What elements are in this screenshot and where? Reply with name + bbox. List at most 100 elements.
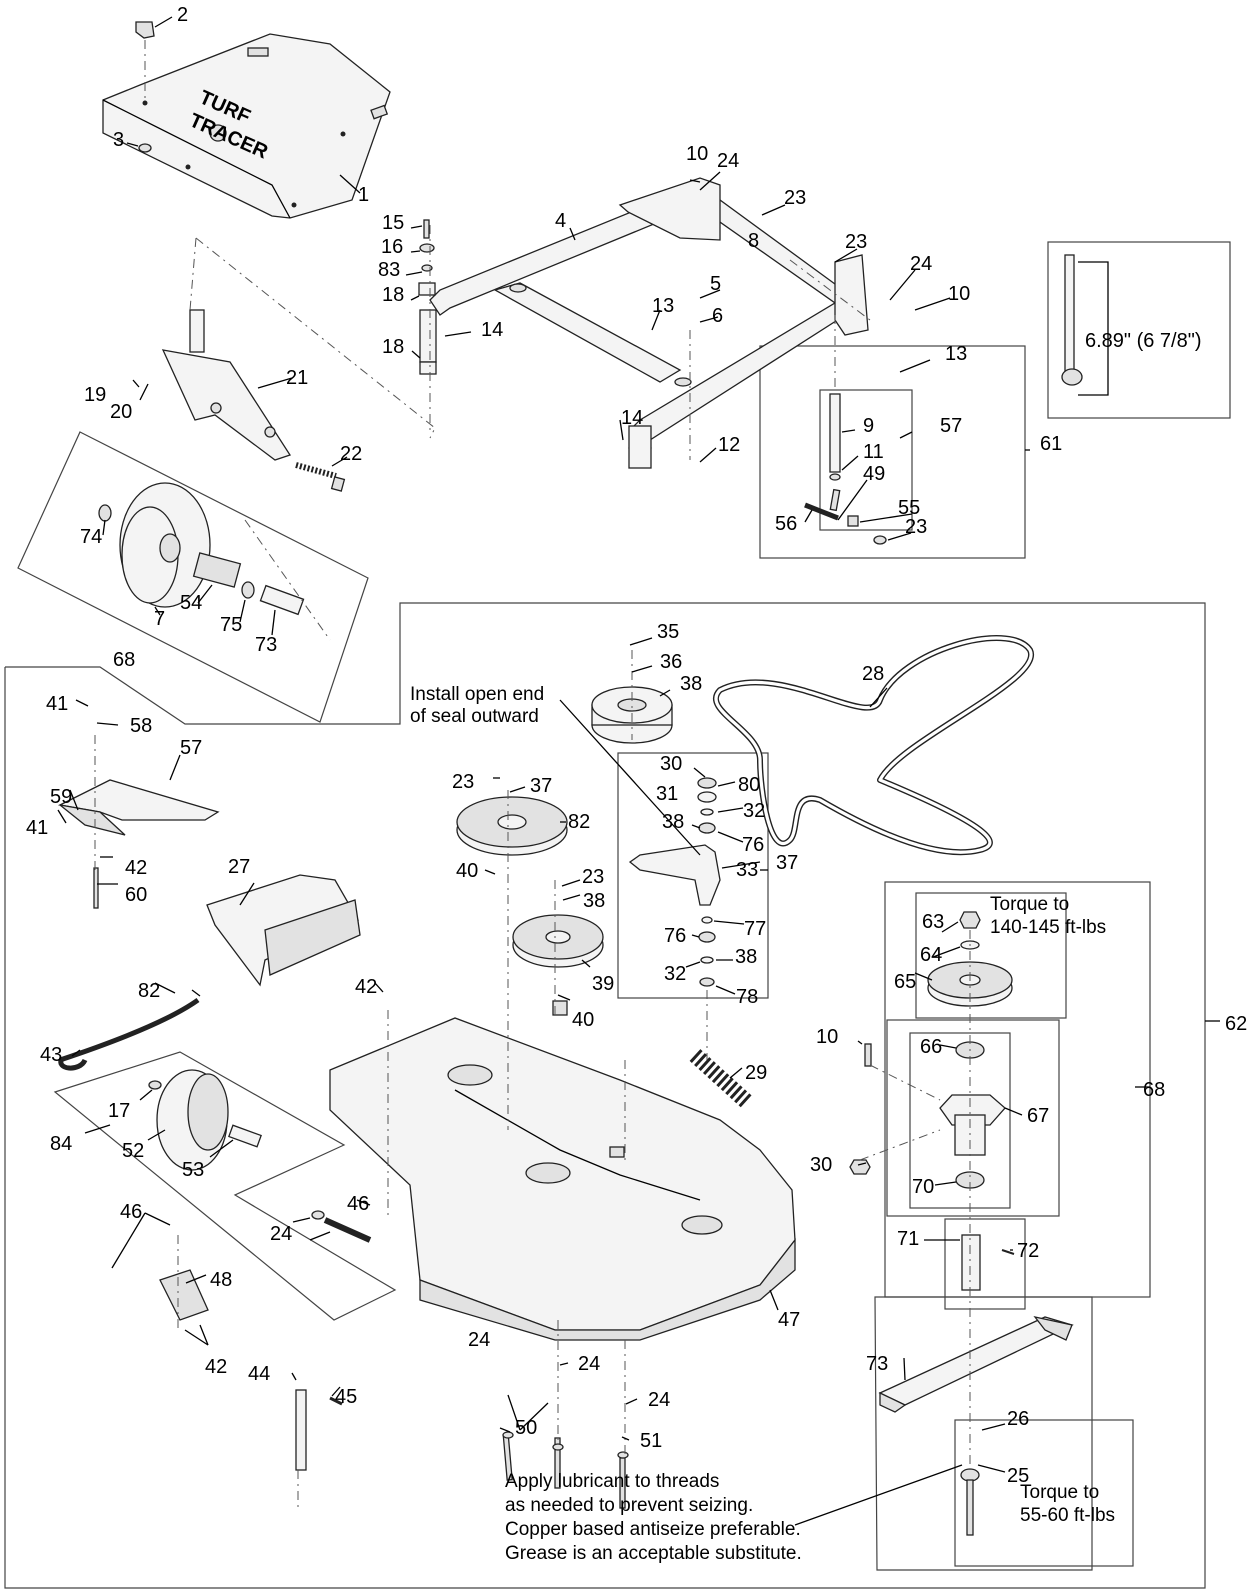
label-41-a: 41 [46,693,68,715]
label-76-a: 76 [742,834,764,856]
label-35-c: 38 [583,890,605,912]
label-14-b: 14 [621,407,643,429]
label-64: 64 [920,944,942,966]
notes: Install open end of seal outward Torque … [410,684,1115,1564]
label-43: 43 [40,1044,62,1066]
label-32-a: 32 [743,800,765,822]
label-15: 15 [382,212,404,234]
label-40-a: 40 [456,860,478,882]
label-69: 68 [113,649,135,671]
idler-spring [689,1049,754,1109]
label-10-a: 10 [686,143,708,165]
spindle-shaft-box [944,1218,1026,1310]
anti-scalp-group-box [53,1051,397,1321]
label-22: 22 [340,443,362,465]
label-66: 66 [920,1036,942,1058]
label-58: 57 [180,737,202,759]
deck-assembly-box [4,602,1206,1589]
label-24-d: 24 [468,1329,490,1351]
group-boxes [4,241,1231,1589]
deck-cover: TURF TRACER [102,33,391,219]
label-35-a: 36 [660,651,682,673]
label-18-a: 18 [382,284,404,306]
adjust-rod-subgroup-box [819,389,913,531]
torque-spindle-line-1: Torque to [990,894,1069,915]
label-30-a: 30 [660,753,682,775]
caster-wheel-group-box [17,431,369,723]
label-41-b: 41 [26,817,48,839]
label-53: 53 [182,1159,204,1181]
caster-mount-bushings [418,219,437,375]
label-57: 57 [940,415,962,437]
torque-blade-line-1: Torque to [1020,1482,1099,1503]
label-27: 27 [228,856,250,878]
label-76-b: 76 [664,925,686,947]
label-55: 55 [898,497,920,519]
label-75-a: 74 [80,526,102,548]
label-10-b: 10 [948,283,970,305]
label-45: 45 [335,1386,357,1408]
label-62: 62 [1225,1013,1247,1035]
label-13-b: 13 [945,343,967,365]
label-70: 70 [912,1176,934,1198]
label-81: 82 [138,980,160,1002]
label-49: 49 [863,463,885,485]
label-47: 47 [778,1309,800,1331]
label-60: 60 [125,884,147,906]
label-10-c: 10 [816,1026,838,1048]
label-2: 2 [177,4,188,26]
label-6: 6 [712,305,723,327]
label-18-b: 18 [382,336,404,358]
caster-pin-dimension: 6.89" (6 7/8") [1061,254,1201,396]
caster-bolt [295,462,337,479]
label-23-b: 23 [845,231,867,253]
dimension-text: 6.89" (6 7/8") [1085,330,1201,352]
seal-note-line-2: of seal outward [410,706,539,727]
label-13-a: 13 [652,295,674,317]
label-24-e: 24 [578,1353,600,1375]
label-75-b: 75 [220,614,242,636]
label-11: 11 [863,441,884,463]
label-19: 19 [84,384,106,406]
bearing-box [909,1032,1011,1209]
label-23-c: 23 [905,516,927,538]
label-14-a: 14 [481,319,503,341]
label-68: 68 [1143,1079,1165,1101]
label-50: 50 [515,1417,537,1439]
label-25: 25 [1007,1465,1029,1487]
lubricant-note-line-3: Copper based antiseize preferable. [505,1519,801,1540]
deck-frame [429,177,869,469]
spindle-housing-box [886,1019,1060,1217]
label-37: 37 [776,852,798,874]
idler-arm-group-box [617,752,769,999]
label-61: 61 [1040,433,1062,455]
label-3: 3 [113,129,124,151]
lubricant-note-line-2: as needed to prevent seizing. [505,1495,753,1516]
lubricant-note-line-4: Grease is an acceptable substitute. [505,1543,802,1564]
label-65: 65 [894,971,916,993]
label-23-a: 23 [784,187,806,209]
part-number-labels: 2 3 1 10 24 23 4 15 8 23 16 83 24 5 10 1… [26,4,1247,1487]
label-80: 82 [568,811,590,833]
label-46-a: 46 [120,1201,142,1223]
label-59-b: 59 [50,786,72,808]
label-33: 33 [736,859,758,881]
blade-group-box [874,1296,1093,1571]
label-42-c: 42 [205,1356,227,1378]
caster-wheel [98,482,305,616]
idler-arm-parts [628,777,721,987]
anti-scalp-parts [57,779,372,1471]
label-71: 71 [897,1228,919,1250]
label-30-b: 30 [810,1154,832,1176]
torque-blade-line-2: 55-60 ft-lbs [1020,1505,1115,1526]
height-adjust-parts [804,393,887,545]
leader-lines [57,16,1220,1526]
cover-washer [138,143,152,153]
label-82: 83 [378,259,400,281]
label-44: 44 [248,1363,270,1385]
torque-spindle-line-2: 140-145 ft-lbs [990,917,1106,938]
mower-deck-shell [329,1000,796,1341]
label-51: 51 [640,1430,662,1452]
caster-fork [161,309,292,461]
